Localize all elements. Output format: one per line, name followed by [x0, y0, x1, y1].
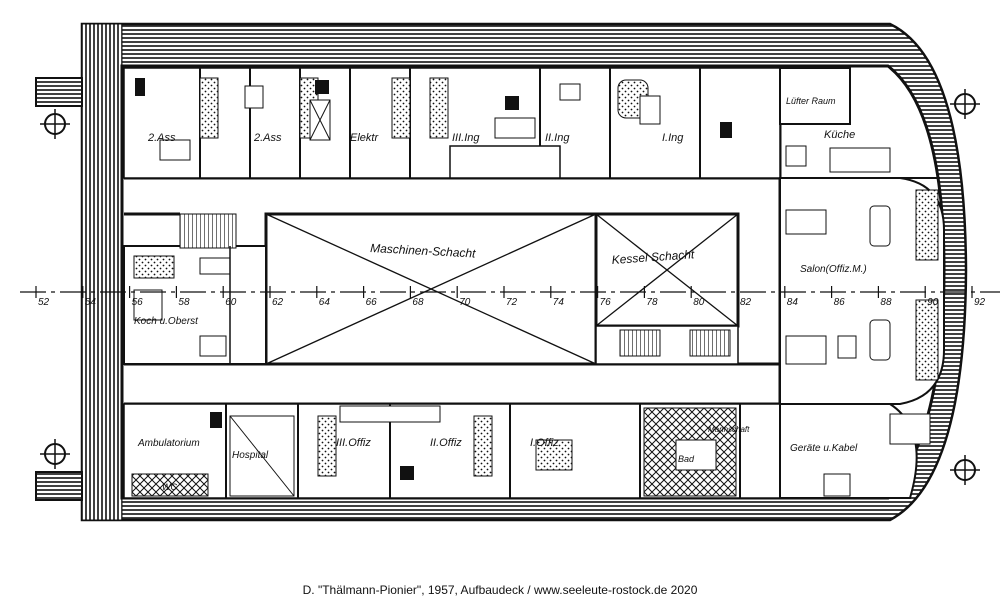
bottom-cabins [123, 403, 781, 499]
aft-middle-block [123, 213, 267, 365]
salon-block [779, 177, 945, 405]
top-cabins [123, 67, 781, 179]
frame-label: 86 [834, 297, 846, 308]
frame-label: 54 [85, 297, 97, 308]
room-label-mannschaft: Mannschaft [708, 425, 750, 434]
room-label-top-ass1: 2.Ass [147, 132, 176, 144]
room-label-kueche: Küche [824, 129, 855, 141]
room-label-wc: WC [162, 482, 177, 492]
deck-plan: 52 54 56 58 60 62 64 66 68 70 72 74 76 78 80 82 84 86 88 90… [20, 22, 1000, 522]
room-label-offiz1: III.Offiz [336, 437, 371, 449]
figure-caption: D. "Thälmann-Pionier", 1957, Aufbaudeck … [302, 583, 698, 597]
frame-label: 58 [178, 297, 190, 308]
room-label-offiz2: II.Offiz [430, 437, 462, 449]
frame-label: 70 [459, 297, 471, 308]
frame-label: 56 [132, 297, 144, 308]
frame-label: 72 [506, 297, 518, 308]
room-label-ambulatorium: Ambulatorium [137, 438, 200, 449]
machine-shaft-label: Maschinen-Schacht [370, 241, 477, 261]
frame-label: 84 [787, 297, 799, 308]
frame-label: 52 [38, 297, 50, 308]
frame-label: 68 [412, 297, 424, 308]
room-label-koch: Koch u.Oberst [134, 316, 199, 327]
frame-label: 90 [927, 297, 939, 308]
frame-label: 76 [600, 297, 612, 308]
frame-label: 62 [272, 297, 284, 308]
bollards [35, 77, 83, 501]
frame-label: 64 [319, 297, 331, 308]
boiler-shaft [594, 212, 740, 365]
frame-label: 92 [974, 297, 986, 308]
room-label-top-ass2: 2.Ass [253, 132, 282, 144]
frame-label: 60 [225, 297, 237, 308]
corridors [124, 66, 782, 498]
room-label-offiz3: I.Offiz [530, 437, 559, 449]
room-label-top-elektr: Elektr [350, 132, 379, 144]
room-label-top-ing2: II.Ing [545, 132, 570, 144]
frame-label: 82 [740, 297, 752, 308]
machine-shaft [264, 212, 598, 366]
forward-bottom-room [779, 403, 931, 499]
room-label-bad: Bad [678, 454, 695, 464]
frame-ticks: 52 54 56 58 60 62 64 66 68 70 72 74 76 78 80 82 84 86 88 90… [35, 286, 986, 308]
room-label-top-ing1: III.Ing [452, 132, 480, 144]
room-label-lueft: Lüfter Raum [786, 96, 836, 106]
frame-label: 66 [366, 297, 378, 308]
room-label-top-ing3: I.Ing [662, 132, 684, 144]
room-label-salon: Salon(Offiz.M.) [800, 264, 867, 275]
boiler-shaft-label: Kessel Schacht [611, 247, 695, 267]
circle-markers [40, 89, 980, 485]
frame-label: 74 [553, 297, 565, 308]
galley-area [779, 67, 940, 179]
frame-label: 88 [880, 297, 892, 308]
frame-label: 80 [693, 297, 705, 308]
room-label-gerate: Geräte u.Kabel [790, 443, 858, 454]
frame-label: 78 [646, 297, 658, 308]
room-label-hospital: Hospital [232, 450, 269, 461]
